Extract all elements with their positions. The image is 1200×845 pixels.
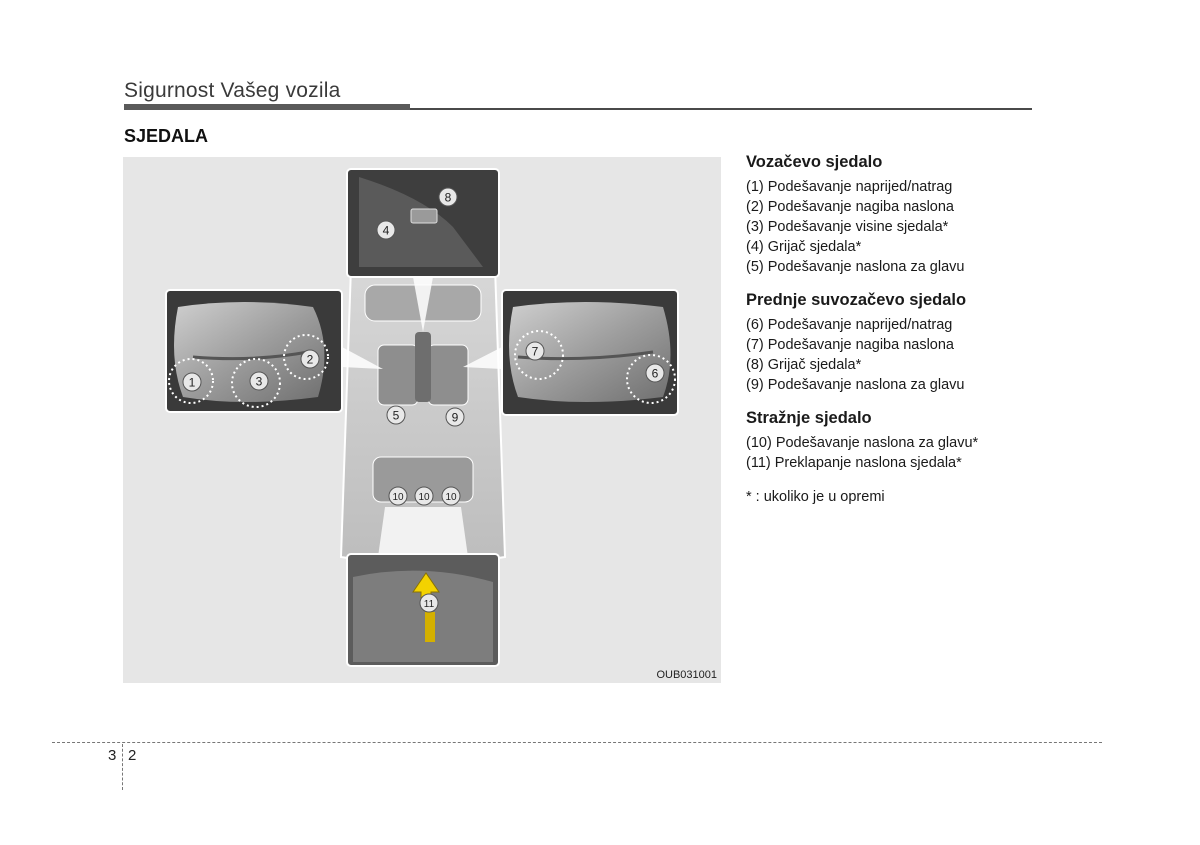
heater-switch-inset (346, 168, 500, 332)
callout-label-7: 7 (532, 345, 539, 359)
callout-label-11: 11 (424, 599, 435, 610)
callout-badge-5: 5 (386, 405, 406, 425)
callout-badge-7: 7 (525, 341, 545, 361)
chapter-number: 3 (108, 747, 117, 764)
legend-item: (2) Podešavanje nagiba naslona (746, 199, 954, 215)
legend-item: (7) Podešavanje nagiba naslona (746, 337, 954, 353)
callout-badge-1: 1 (182, 372, 202, 392)
driver-seat-heading: Vozačevo sjedalo (746, 153, 883, 171)
callout-label-2: 2 (307, 353, 314, 367)
driver-seat-group: Vozačevo sjedalo (1) Podešavanje naprije… (746, 153, 1046, 277)
callout-badge-10c: 10 (441, 486, 461, 506)
callout-badge-10a: 10 (388, 486, 408, 506)
footer-page-divider (122, 744, 123, 790)
legend-item: (9) Podešavanje naslona za glavu (746, 377, 965, 393)
callout-label-6: 6 (652, 367, 659, 381)
callout-badge-2: 2 (300, 349, 320, 369)
seat-diagram-illustration: 1 2 3 4 5 6 7 8 (165, 168, 679, 667)
callout-label-10a: 10 (392, 492, 404, 503)
legend-item: (11) Preklapanje naslona sjedala* (746, 455, 962, 471)
legend-item: (8) Grijač sjedala* (746, 357, 862, 373)
callout-badge-3: 3 (249, 371, 269, 391)
callout-label-10c: 10 (445, 492, 457, 503)
callout-label-5: 5 (393, 409, 400, 423)
rear-seat-group: Stražnje sjedalo (10) Podešavanje naslon… (746, 409, 1046, 473)
callout-badge-6: 6 (645, 363, 665, 383)
legend-item: (1) Podešavanje naprijed/natrag (746, 179, 953, 195)
passenger-seat-group: Prednje suvozačevo sjedalo (6) Podešavan… (746, 291, 1046, 395)
chapter-heading: SJEDALA (124, 126, 209, 146)
legend-item: (3) Podešavanje visine sjedala* (746, 219, 949, 235)
page-number: 2 (128, 747, 137, 764)
callout-label-9: 9 (452, 411, 459, 425)
header-rule-thin (410, 108, 1032, 110)
legend-item: (6) Podešavanje naprijed/natrag (746, 317, 953, 333)
legend-item: (5) Podešavanje naslona za glavu (746, 259, 965, 275)
callout-badge-10b: 10 (414, 486, 434, 506)
driver-seat-inset (165, 289, 383, 413)
footer-divider (52, 742, 1102, 743)
header-rule-thick (124, 104, 410, 110)
callout-badge-9: 9 (445, 407, 465, 427)
legend-item: (4) Grijač sjedala* (746, 239, 862, 255)
legend-item: (10) Podešavanje naslona za glavu* (746, 435, 979, 451)
seat-legend: Vozačevo sjedalo (1) Podešavanje naprije… (746, 153, 1046, 507)
rear-seat-heading: Stražnje sjedalo (746, 409, 872, 427)
figure-code: OUB031001 (656, 669, 717, 681)
callout-badge-4: 4 (376, 220, 396, 240)
callout-label-10b: 10 (418, 492, 430, 503)
callout-badge-8: 8 (438, 187, 458, 207)
callout-label-4: 4 (383, 224, 390, 238)
car-top-view (339, 259, 507, 565)
passenger-seat-inset (463, 289, 679, 416)
passenger-seat-heading: Prednje suvozačevo sjedalo (746, 291, 967, 309)
callout-label-1: 1 (189, 376, 196, 390)
seat-diagram-figure: 1 2 3 4 5 6 7 8 (123, 157, 721, 683)
callout-label-3: 3 (256, 375, 263, 389)
footnote: * : ukoliko je u opremi (746, 489, 885, 505)
section-title: Sigurnost Vašeg vozila (124, 79, 341, 102)
callout-label-8: 8 (445, 191, 452, 205)
callout-badge-11: 11 (419, 593, 439, 613)
